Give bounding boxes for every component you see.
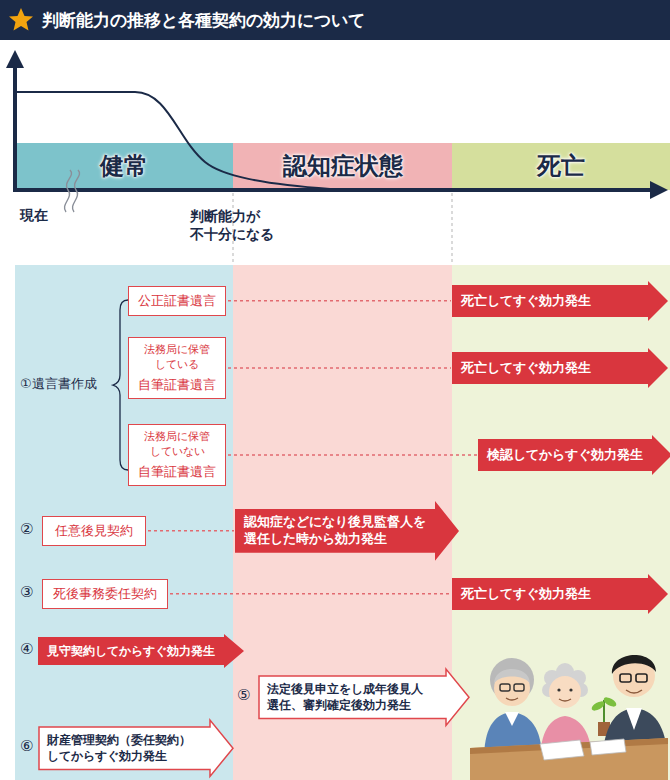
box-note: 法務局に保管 していない (141, 430, 213, 460)
contract-box: 死後事務委任契約 (42, 579, 168, 609)
effect-arrow: 死亡してすぐ効力発生 (452, 574, 668, 614)
arrow-label: 法定後見申立をし成年後見人 選任、審判確定後効力発生 (267, 681, 437, 713)
divider-line (452, 193, 453, 265)
box-label: 自筆証書遺言 (138, 376, 216, 394)
arrow-label: 検認してからすぐ効力発生 (487, 447, 643, 464)
state-band: 死亡 (452, 143, 670, 190)
effect-arrow: 検認してからすぐ効力発生 (478, 435, 670, 475)
x-axis (13, 188, 652, 192)
dashed-connector (228, 454, 477, 456)
state-band: 健常 (15, 143, 233, 190)
callout-number: ⑥ (20, 737, 33, 757)
arrow-label: 財産管理契約（委任契約） してからすぐ効力発生 (47, 732, 197, 764)
callout-number: ② (20, 520, 33, 540)
star-icon (9, 8, 33, 31)
box-label: 死後事務委任契約 (53, 585, 157, 603)
box-label: 任意後見契約 (55, 522, 133, 540)
axis-break (64, 170, 79, 212)
healthy-column (15, 265, 233, 780)
arrow-label: 見守契約してからすぐ効力発生 (47, 643, 215, 659)
y-axis (13, 64, 17, 192)
band-label: 死亡 (537, 152, 585, 181)
arrow-outline (452, 348, 668, 388)
arrow-outline (39, 720, 233, 776)
arrow-shape (258, 668, 470, 726)
band-label: 認知症状態 (283, 152, 403, 181)
title-bar (0, 0, 670, 40)
dashed-connector (228, 300, 451, 302)
annotation: 現在 (20, 206, 48, 224)
arrow-outline (235, 501, 459, 561)
arrow-outline (452, 281, 668, 321)
arrow-outline (478, 435, 670, 475)
callout-number: ④ (20, 640, 33, 660)
contract-box: 法務局に保管 していない自筆証書遺言 (128, 424, 226, 486)
arrow-label: 死亡してすぐ効力発生 (461, 293, 591, 310)
dashed-connector (148, 530, 234, 532)
y-axis-head (6, 50, 24, 68)
bracket (113, 300, 128, 470)
callout-number: ③ (20, 583, 33, 603)
box-label: 自筆証書遺言 (138, 463, 216, 481)
outline-arrow: 法定後見申立をし成年後見人 選任、審判確定後効力発生 (258, 668, 470, 726)
annotation: 判断能力が 不十分になる (190, 207, 280, 243)
effect-arrow: 見守契約してからすぐ効力発生 (38, 634, 244, 668)
death-column (452, 265, 670, 780)
box-note: 法務局に保管 している (141, 343, 213, 373)
outline-arrow: 財産管理契約（委任契約） してからすぐ効力発生 (38, 719, 234, 777)
arrow-label: 認知症などになり後見監督人を 選任した時から効力発生 (244, 514, 426, 548)
callout-number: ⑤ (237, 686, 250, 706)
arrow-outline (452, 574, 668, 614)
annotation: ①遺言書作成 (20, 376, 97, 393)
contract-box: 任意後見契約 (42, 516, 146, 546)
effect-arrow: 認知症などになり後見監督人を 選任した時から効力発生 (235, 501, 459, 561)
contract-box: 公正証書遺言 (128, 286, 226, 316)
effect-arrow: 死亡してすぐ効力発生 (452, 348, 668, 388)
box-label: 公正証書遺言 (138, 292, 216, 310)
arrow-label: 死亡してすぐ効力発生 (461, 586, 591, 603)
arrow-outline (259, 669, 469, 725)
arrow-shape (38, 719, 234, 777)
contract-box: 法務局に保管 している自筆証書遺言 (128, 337, 226, 399)
title-text: 判断能力の推移と各種契約の効力について (42, 9, 365, 31)
arrow-label: 死亡してすぐ効力発生 (461, 360, 591, 377)
dashed-connector (170, 593, 451, 595)
band-label: 健常 (100, 152, 148, 181)
dashed-connector (228, 367, 451, 369)
effect-arrow: 死亡してすぐ効力発生 (452, 281, 668, 321)
ability-curve (15, 92, 452, 190)
x-axis-head (650, 181, 668, 199)
people-illustration (470, 655, 668, 780)
arrow-outline (38, 634, 244, 668)
